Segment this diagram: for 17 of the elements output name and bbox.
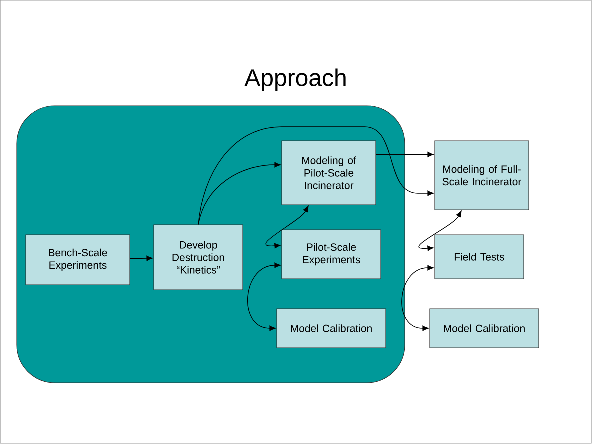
process-box: Model Calibration [276, 308, 386, 348]
process-box: Field Tests [434, 234, 524, 280]
arrow [198, 126, 434, 226]
process-box: Pilot-Scale Experiments [282, 230, 382, 280]
process-box: Develop Destruction “Kinetics” [154, 224, 244, 290]
arrow [418, 211, 462, 252]
process-box: Modeling of Pilot-Scale Incinerator [282, 140, 376, 206]
arrow [402, 265, 434, 332]
title: Approach [244, 68, 346, 92]
arrow [376, 152, 434, 158]
process-box: Model Calibration [430, 308, 540, 348]
arrow [130, 256, 153, 262]
process-box: Bench-Scale Experiments [26, 234, 130, 286]
arrow [266, 206, 309, 249]
arrow [198, 162, 281, 226]
process-box: Modeling of Full-Scale Incinerator [434, 140, 530, 210]
arrow [248, 262, 281, 332]
